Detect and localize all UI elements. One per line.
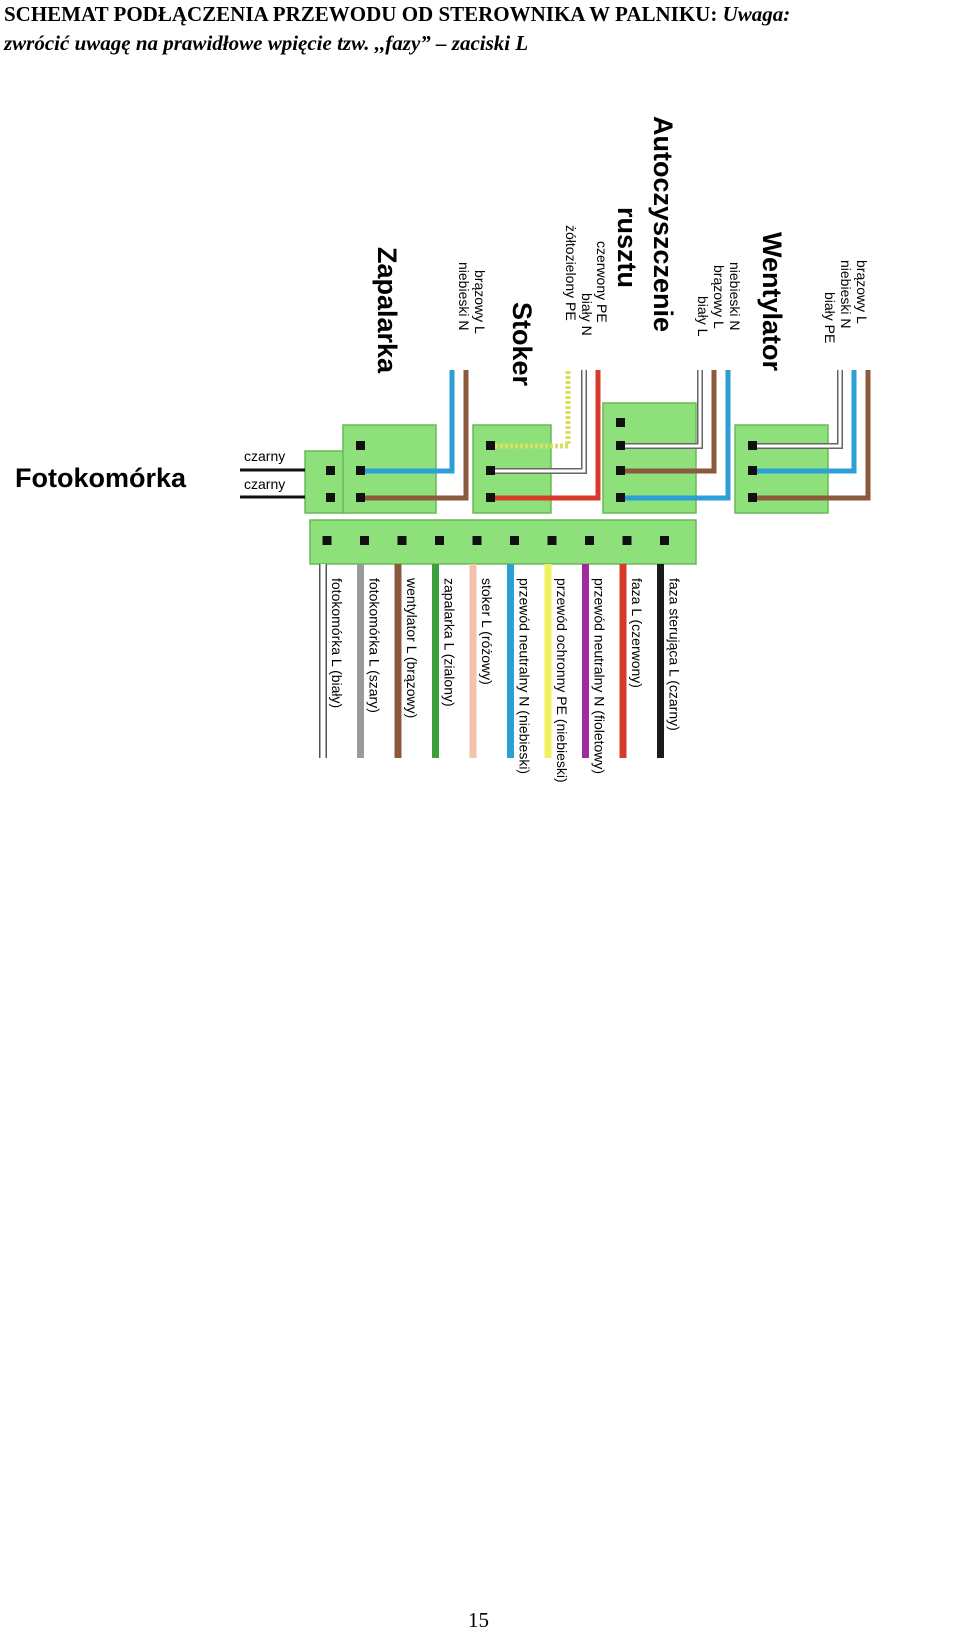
main-wire-label: stoker L (różowy) <box>479 578 495 685</box>
zapalarka-wire-blue <box>365 370 455 474</box>
zapalarka-wire-label: brązowy L <box>472 270 488 334</box>
autoczyszczenie-wire-blue <box>625 370 731 501</box>
main-wires: fotokomórka L (biały) fotokomórka L (szar… <box>319 564 683 783</box>
pin <box>748 493 757 502</box>
fotokomorka-wire-label: czarny <box>244 448 285 464</box>
fotokomorka-connector <box>304 450 346 514</box>
zapalarka-title: Zapalarka <box>372 247 402 374</box>
stoker-wire-label: biały N <box>579 293 595 336</box>
autoczyszczenie-labels: Autoczyszczenie rusztu niebieski N brązo… <box>612 116 743 337</box>
pin <box>326 466 335 475</box>
wentylator-wire-label: niebieski N <box>838 260 854 328</box>
stoker-wire-red <box>495 370 601 501</box>
autoczyszczenie-wire-label: niebieski N <box>727 262 743 330</box>
wentylator-wire-blue <box>757 370 857 474</box>
pin <box>486 466 495 475</box>
pin <box>486 441 495 450</box>
autoczyszczenie-wire-brown <box>625 370 717 474</box>
pin <box>616 493 625 502</box>
terminal-pin <box>435 536 444 545</box>
main-wire-label: faza L (czerwony) <box>629 578 645 688</box>
main-wire-label: zapalarka L (zialony) <box>442 578 458 707</box>
main-wire-label: przewód neutralny N (niebieski) <box>517 578 533 774</box>
terminal-pin <box>660 536 669 545</box>
terminal-pin <box>585 536 594 545</box>
page-number: 15 <box>468 1608 489 1632</box>
pin <box>326 493 335 502</box>
terminal-pin <box>322 536 332 545</box>
autoczyszczenie-title-line2: rusztu <box>612 207 642 288</box>
terminal-pin <box>510 536 519 545</box>
autoczyszczenie-wire-white-core <box>625 370 702 448</box>
stoker-wire-label: żółtozielony PE <box>563 225 579 321</box>
fotokomorka-wire-label: czarny <box>244 476 285 492</box>
page-heading: SCHEMAT PODŁĄCZENIA PRZEWODU OD STEROWNI… <box>4 0 956 58</box>
terminal-pin <box>360 536 369 545</box>
main-terminal-strip <box>309 519 697 565</box>
wentylator-wire-white-core <box>757 370 842 448</box>
pin <box>748 466 757 475</box>
main-wire-label: fotokomórka L (biały) <box>329 578 345 708</box>
stoker-labels: Stoker czerwony PE biały N żółtozielony … <box>507 225 610 387</box>
main-terminal-pins <box>322 536 669 545</box>
fotokomorka-title: Fotokomórka <box>15 463 187 493</box>
pin <box>616 466 625 475</box>
pin <box>486 493 495 502</box>
wentylator-wire-label: brązowy L <box>854 260 870 324</box>
heading-note-label: Uwaga: <box>722 2 791 26</box>
pin <box>356 466 365 475</box>
main-wire-label: faza sterująca L (czarny) <box>667 578 683 731</box>
autoczyszczenie-wire-label: brązowy L <box>711 265 727 329</box>
main-wire-label: przewód ochronny PE (niebieski) <box>554 578 570 783</box>
autoczyszczenie-title: Autoczyszczenie <box>648 116 678 332</box>
main-wire-label: przewód neutralny N (fioletowy) <box>592 578 608 774</box>
wentylator-labels: Wentylator brązowy L niebieski N biały P… <box>757 232 870 372</box>
pin <box>356 493 365 502</box>
stoker-wire-yellowgreen <box>495 370 571 449</box>
stoker-wire-white-core <box>495 370 586 473</box>
stoker-wire-label: czerwony PE <box>594 241 610 323</box>
wentylator-wire-brown <box>757 370 871 501</box>
wentylator-title: Wentylator <box>757 232 787 372</box>
terminal-pin <box>547 536 557 545</box>
pin <box>356 441 365 450</box>
zapalarka-wire-label: niebieski N <box>456 262 472 330</box>
wiring-diagram: czarny czarny Fotokomórka Zapalarka brąz… <box>15 116 871 783</box>
pin <box>748 441 757 450</box>
terminal-pin <box>397 536 407 545</box>
main-wire-label: fotokomórka L (szary) <box>367 578 383 713</box>
zapalarka-labels: Zapalarka brązowy L niebieski N <box>372 247 488 374</box>
terminal-pin <box>472 536 482 545</box>
wentylator-wire-label: biały PE <box>822 292 838 343</box>
heading-note-text: zwrócić uwagę na prawidłowe wpięcie tzw.… <box>4 31 529 55</box>
pin <box>616 441 625 450</box>
stoker-title: Stoker <box>507 302 537 387</box>
heading-title: SCHEMAT PODŁĄCZENIA PRZEWODU OD STEROWNI… <box>4 2 718 26</box>
zapalarka-wire-brown <box>365 370 469 501</box>
terminal-pin <box>622 536 632 545</box>
pin <box>616 418 625 427</box>
autoczyszczenie-wire-label: biały L <box>695 296 711 337</box>
main-wire-label: wentylator L (brązowy) <box>404 577 420 718</box>
